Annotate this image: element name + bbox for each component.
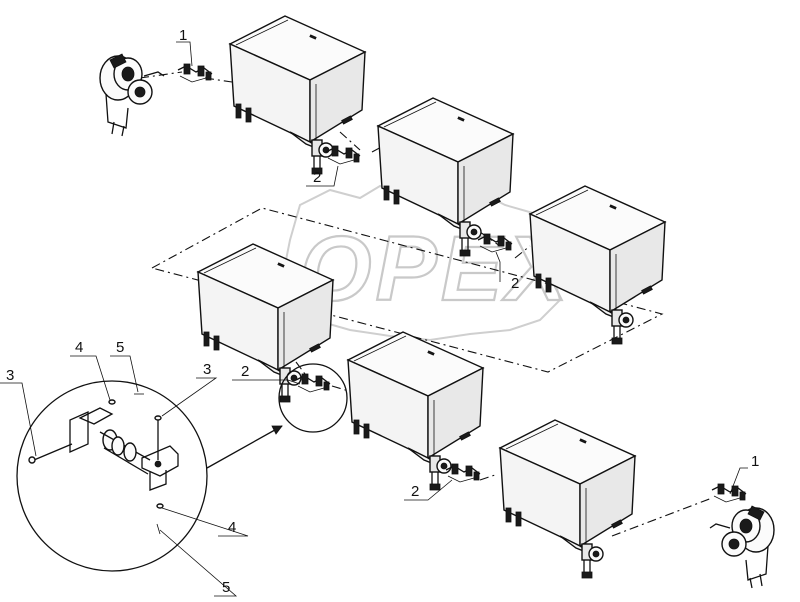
watermark-text: OPEX [300,218,572,320]
callout-4-top: 4 [75,339,83,356]
detail-callout-small [278,363,348,433]
hopper-unit-6 [499,419,636,579]
callout-1-right: 1 [751,453,759,470]
hopper-unit-1 [229,15,366,175]
coupler-1a [177,63,213,83]
callout-labels: 1 1 2 2 2 2 3 3 4 4 5 5 [6,27,759,596]
drive-unit-right [709,505,775,589]
coupler-1b [711,483,747,503]
callout-2-upper: 2 [313,169,321,186]
callout-3-left: 3 [6,367,14,384]
callout-5-top: 5 [116,339,124,356]
watermark: OPEX [282,184,572,342]
hopper-unit-3 [529,185,666,345]
callout-5-bottom: 5 [222,579,230,596]
hopper-unit-5 [347,331,484,491]
callout-2-lower: 2 [411,483,419,500]
callout-4-bottom: 4 [228,519,236,536]
drive-unit-left [99,53,165,137]
leader-lines [0,41,748,597]
callout-1-top: 1 [179,27,187,44]
callout-2-detail: 2 [241,363,249,380]
callout-3-right: 3 [203,361,211,378]
detail-view [16,380,283,572]
callout-2-middle: 2 [511,275,519,292]
